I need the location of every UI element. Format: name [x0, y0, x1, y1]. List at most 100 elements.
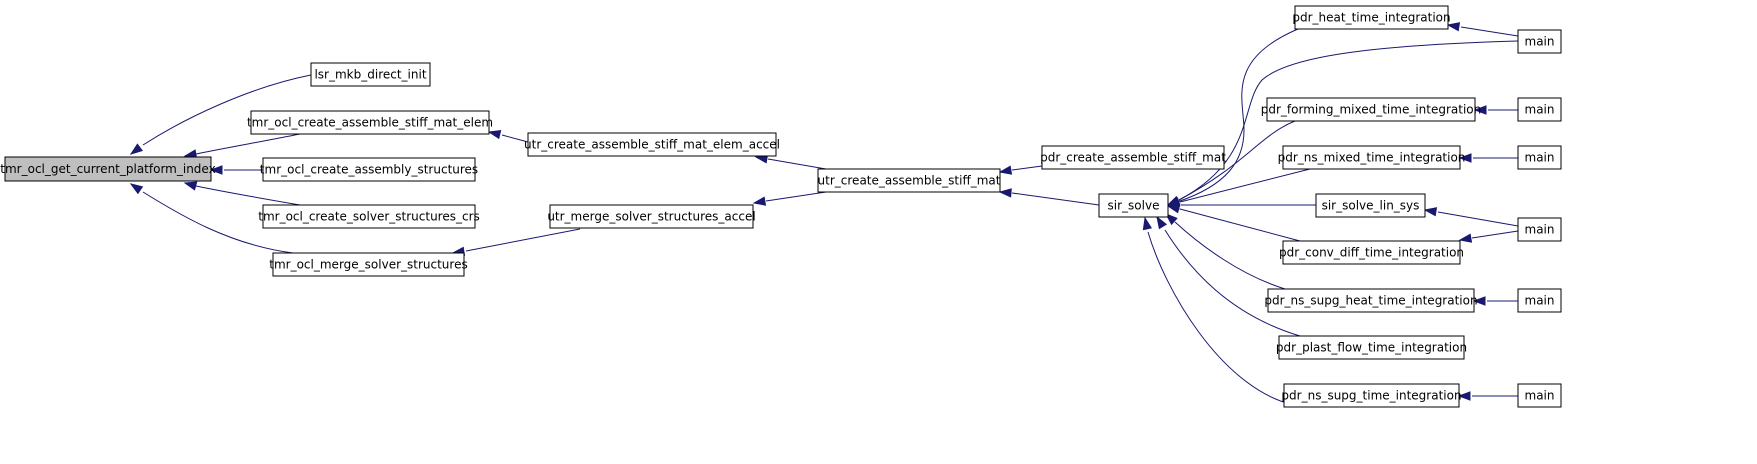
edge-line [1179, 208, 1301, 242]
node-supg[interactable]: pdr_ns_supg_time_integration [1281, 383, 1462, 408]
edge-linsys-to-sir [1166, 200, 1316, 210]
node-label: utr_create_assemble_stiff_mat_elem_accel [524, 138, 780, 152]
node-root[interactable]: tmr_ocl_get_current_platform_index [0, 156, 216, 182]
edge-arrowhead [487, 129, 502, 140]
node-label: pdr_conv_diff_time_integration [1279, 246, 1464, 260]
edge-ns_mixed-to-sir [1166, 168, 1311, 207]
node-box[interactable] [250, 110, 490, 135]
node-label: tmr_ocl_get_current_platform_index [0, 162, 215, 176]
node-lsr[interactable]: lsr_mkb_direct_init [310, 62, 431, 87]
edge-utr_stiff-to-utr_accel [754, 154, 827, 170]
node-label: main [1525, 389, 1555, 403]
edge-line [767, 158, 827, 170]
node-main1[interactable]: main [1517, 29, 1562, 54]
edge-line [142, 74, 312, 146]
edge-line [195, 133, 301, 155]
node-main3[interactable]: main [1517, 145, 1562, 170]
node-box[interactable] [1041, 145, 1225, 170]
node-supg-heat[interactable]: pdr_ns_supg_heat_time_integration [1264, 288, 1478, 313]
edge-line [1460, 26, 1519, 37]
node-label: tmr_ocl_create_assemble_stiff_mat_elem [247, 116, 493, 130]
edge-arrowhead [998, 165, 1013, 175]
edge-line [1147, 231, 1291, 405]
node-box[interactable] [1517, 97, 1562, 122]
node-sir[interactable]: sir_solve [1098, 193, 1169, 218]
edge-main1-to-sir [1166, 40, 1519, 206]
edge-conv-to-sir [1166, 204, 1301, 242]
edge-line [1437, 211, 1519, 227]
node-plast[interactable]: pdr_plast_flow_time_integration [1276, 335, 1467, 360]
node-main6[interactable]: main [1517, 383, 1562, 408]
edge-line [1164, 229, 1301, 337]
node-box[interactable] [1517, 145, 1562, 170]
node-tmr-stiff[interactable]: tmr_ocl_create_assemble_stiff_mat_elem [247, 110, 493, 135]
node-box[interactable] [1283, 383, 1460, 408]
node-utr-stiff[interactable]: utr_create_assemble_stiff_mat [817, 168, 1001, 193]
edge-line [1179, 168, 1311, 203]
node-label: utr_merge_solver_structures_accel [547, 210, 755, 224]
node-label: lsr_mkb_direct_init [314, 68, 426, 82]
node-box[interactable] [1282, 145, 1461, 170]
node-box[interactable] [1294, 5, 1449, 30]
node-label: tmr_ocl_merge_solver_structures [269, 258, 467, 272]
node-box[interactable] [1517, 383, 1562, 408]
node-label: tmr_ocl_create_solver_structures_crs [258, 210, 480, 224]
edge-arrowhead [209, 165, 223, 175]
node-tmr-asm[interactable]: tmr_ocl_create_assembly_structures [260, 157, 478, 182]
edge-main4-to-conv [1458, 230, 1519, 243]
edge-line [195, 185, 301, 206]
node-box[interactable] [549, 204, 754, 229]
edge-utr_accel-to-tmr_stiff [487, 129, 529, 143]
node-box[interactable] [310, 62, 431, 87]
edge-arrowhead [1458, 153, 1472, 163]
node-box[interactable] [1098, 193, 1169, 218]
node-box[interactable] [1278, 335, 1465, 360]
node-heat[interactable]: pdr_heat_time_integration [1292, 5, 1451, 30]
edge-arrowhead [1423, 207, 1438, 217]
node-label: pdr_ns_supg_heat_time_integration [1264, 294, 1477, 308]
node-main4[interactable]: main [1517, 217, 1562, 242]
node-label: main [1525, 223, 1555, 237]
node-box[interactable] [1517, 288, 1562, 313]
edge-arrowhead [752, 196, 767, 206]
edge-arrowhead [1473, 105, 1487, 115]
node-main2[interactable]: main [1517, 97, 1562, 122]
node-pdr-stiff[interactable]: pdr_create_assemble_stiff_mat [1040, 145, 1226, 170]
node-box[interactable] [1517, 29, 1562, 54]
edge-main1-to-heat [1446, 22, 1519, 37]
edge-arrowhead [1166, 204, 1181, 214]
node-utr-merge[interactable]: utr_merge_solver_structures_accel [547, 204, 756, 229]
node-tmr-crs[interactable]: tmr_ocl_create_solver_structures_crs [258, 204, 480, 229]
node-ns-mixed[interactable]: pdr_ns_mixed_time_integration [1278, 145, 1466, 170]
edge-main4-to-linsys [1423, 207, 1519, 227]
node-box[interactable] [1267, 288, 1475, 313]
edge-sir-to-utr_stiff [998, 188, 1100, 206]
edge-utr_stiff-to-utr_merge [752, 191, 827, 206]
node-forming[interactable]: pdr_forming_mixed_time_integration [1261, 97, 1482, 122]
node-box[interactable] [262, 157, 476, 182]
node-conv[interactable]: pdr_conv_diff_time_integration [1279, 240, 1464, 265]
edge-line [465, 228, 581, 252]
node-tmr-merge[interactable]: tmr_ocl_merge_solver_structures [269, 252, 468, 277]
edge-plast-to-sir [1156, 215, 1301, 337]
node-label: pdr_heat_time_integration [1292, 11, 1450, 25]
node-utr-accel[interactable]: utr_create_assemble_stiff_mat_elem_accel [524, 132, 780, 157]
node-box[interactable] [262, 204, 476, 229]
node-box[interactable] [1282, 240, 1461, 265]
edge-arrowhead [129, 143, 144, 155]
edge-arrowhead [183, 181, 198, 191]
node-box[interactable] [4, 156, 212, 182]
node-linsys[interactable]: sir_solve_lin_sys [1315, 193, 1426, 218]
node-box[interactable] [1315, 193, 1426, 218]
edge-main2-to-forming [1473, 105, 1518, 115]
node-box[interactable] [1517, 217, 1562, 242]
node-box[interactable] [527, 132, 777, 157]
node-label: main [1525, 35, 1555, 49]
node-box[interactable] [272, 252, 465, 277]
edge-supg-to-sir [1142, 216, 1291, 405]
node-box[interactable] [1266, 97, 1476, 122]
node-main5[interactable]: main [1517, 288, 1562, 313]
node-box[interactable] [817, 168, 1001, 193]
node-label: main [1525, 294, 1555, 308]
edge-line [501, 134, 529, 143]
